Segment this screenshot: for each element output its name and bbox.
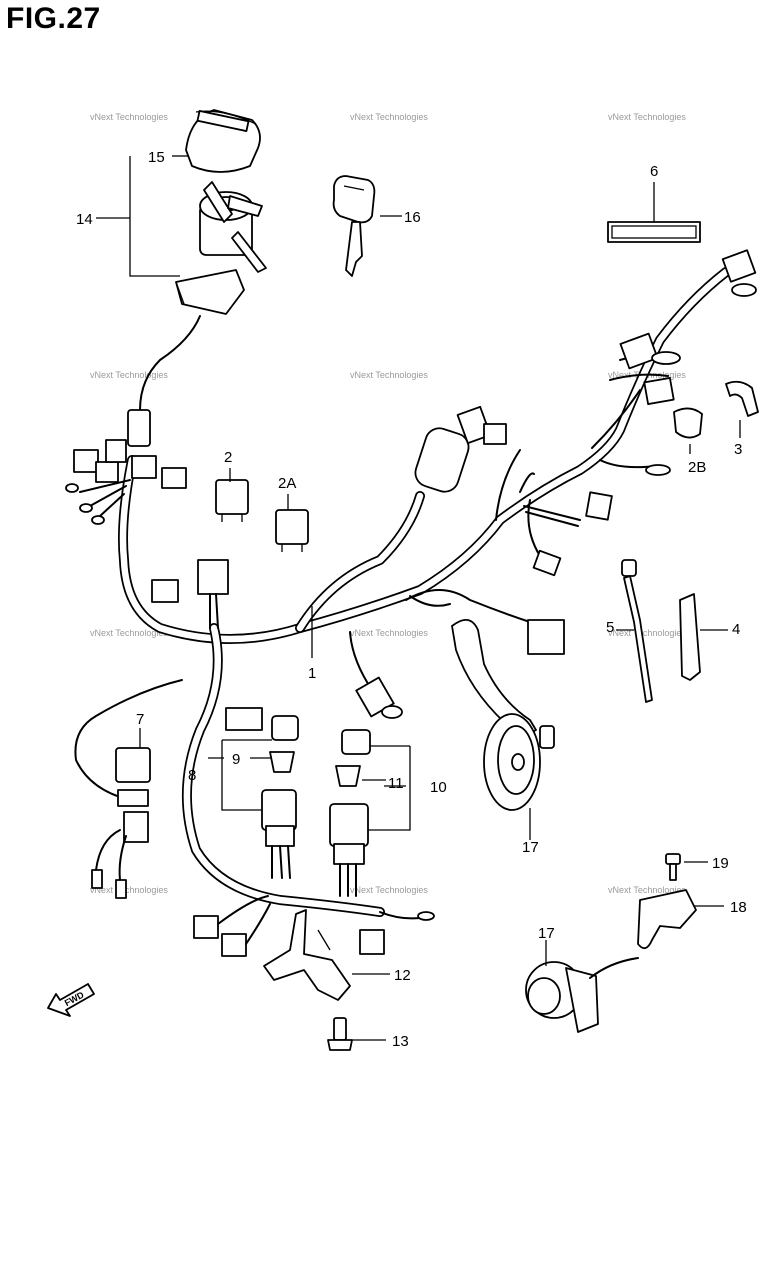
callout-2a: 2A [278, 475, 296, 492]
watermark: vNext Technologies [90, 628, 168, 638]
watermark: vNext Technologies [90, 885, 168, 895]
callout-5: 5 [606, 619, 614, 636]
watermark: vNext Technologies [350, 628, 428, 638]
part-16-key [332, 175, 376, 277]
callout-3: 3 [734, 441, 742, 458]
harness-connectors-bottom [193, 895, 435, 957]
callout-12: 12 [394, 967, 411, 984]
fwd-direction-arrow: FWD [47, 983, 95, 1017]
part-6-label [607, 221, 701, 243]
part-6-label-inner [611, 225, 697, 239]
harness-connectors-left [65, 315, 229, 629]
part-2a-relay [275, 509, 309, 552]
figure-title: FIG.27 [6, 2, 101, 35]
part-13-bolt [327, 1017, 353, 1051]
part-8-fuse-holder [225, 707, 299, 879]
part-12-bracket [263, 909, 351, 1001]
part-2-relay [215, 479, 249, 522]
callout-17-switch: 17 [538, 925, 555, 942]
callout-7: 7 [136, 711, 144, 728]
part-15-switch-cover [185, 109, 261, 173]
watermarks: vNext Technologies vNext Technologies vN… [90, 112, 686, 895]
watermark: vNext Technologies [350, 370, 428, 380]
leader-lines [96, 155, 741, 1041]
watermark: vNext Technologies [608, 628, 686, 638]
part-2b-grommet [673, 407, 703, 439]
harness-connectors-top [355, 249, 757, 719]
callout-6: 6 [650, 163, 658, 180]
callout-8: 8 [188, 767, 196, 784]
part-19-screw [665, 853, 681, 881]
watermark: vNext Technologies [608, 112, 686, 122]
watermark: vNext Technologies [608, 885, 686, 895]
part-1-main-harness [118, 267, 731, 917]
part-5-tie [621, 559, 653, 703]
callout-2: 2 [224, 449, 232, 466]
part-3-clamp [725, 380, 759, 417]
callout-4: 4 [732, 621, 740, 638]
watermark: vNext Technologies [90, 370, 168, 380]
part-10-fuse-holder [329, 729, 371, 897]
callout-15: 15 [148, 149, 165, 166]
part-17-horn [451, 619, 555, 811]
part-14-ignition-switch [175, 181, 267, 315]
callout-9: 9 [232, 751, 240, 768]
callout-2b: 2B [688, 459, 706, 476]
watermark: vNext Technologies [350, 112, 428, 122]
part-4-band [679, 593, 701, 681]
watermark: vNext Technologies [350, 885, 428, 895]
callout-16: 16 [404, 209, 421, 226]
callout-19: 19 [712, 855, 729, 872]
callout-1: 1 [308, 665, 316, 682]
callout-10: 10 [430, 779, 447, 796]
callout-17-horn: 17 [522, 839, 539, 856]
callout-labels: 15 14 16 6 2 2A 2B 3 5 4 1 7 9 8 11 10 1… [76, 149, 747, 1050]
callout-13: 13 [392, 1033, 409, 1050]
part-18-bracket [637, 889, 697, 950]
callout-18: 18 [730, 899, 747, 916]
part-17-switch [525, 957, 639, 1033]
part-7-relay [74, 679, 183, 899]
callout-14: 14 [76, 211, 93, 228]
watermark: vNext Technologies [90, 112, 168, 122]
callout-11: 11 [388, 775, 404, 792]
